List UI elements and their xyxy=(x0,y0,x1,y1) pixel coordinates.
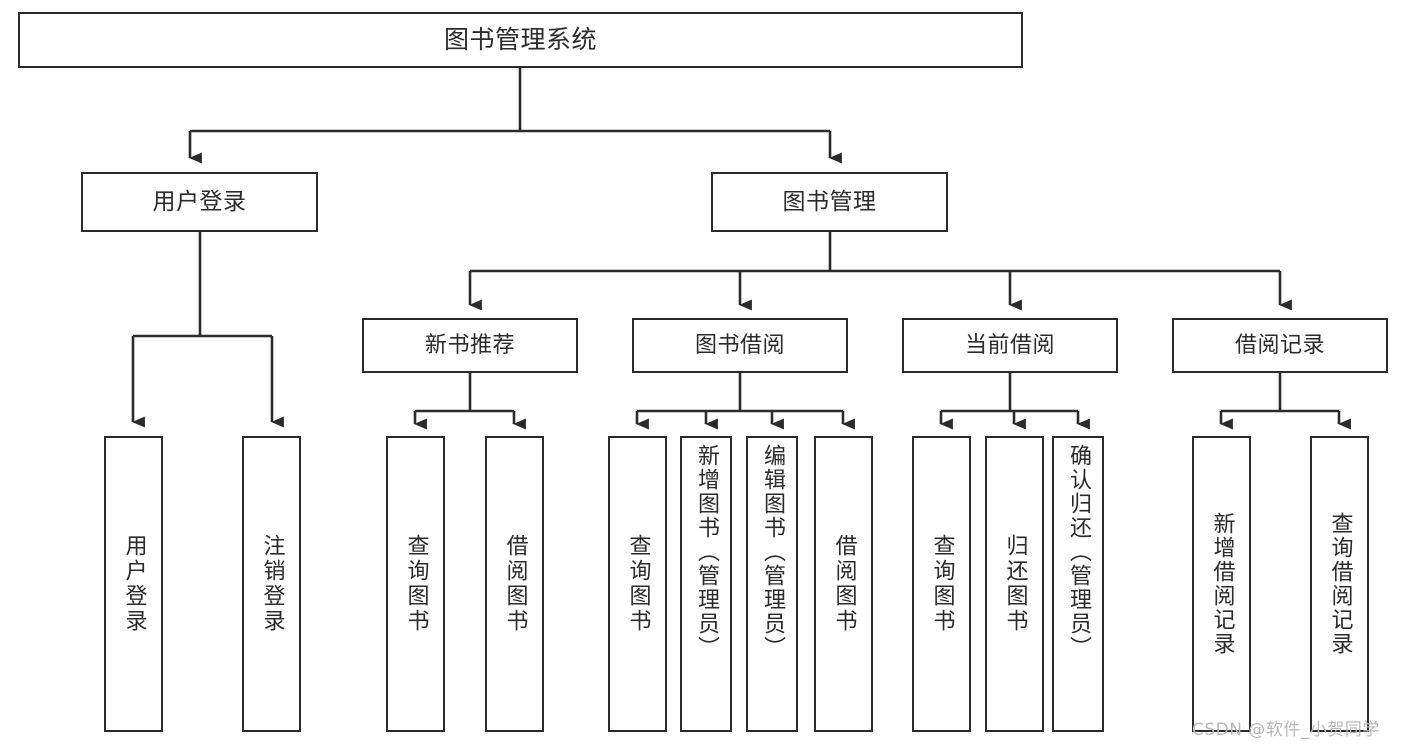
leaf-query-book-recommend-label: 查询图书 xyxy=(403,534,429,634)
node-new-book-recommend[interactable]: 新书推荐 xyxy=(362,318,578,373)
node-borrow-record[interactable]: 借阅记录 xyxy=(1172,318,1388,373)
leaf-query-book-current[interactable]: 查询图书 xyxy=(912,436,971,732)
node-current-borrow-label: 当前借阅 xyxy=(964,332,1055,358)
leaf-logout-login-label: 注销登录 xyxy=(259,534,285,634)
leaf-add-borrow-record-label: 新增借阅记录 xyxy=(1209,512,1235,656)
node-root-label: 图书管理系统 xyxy=(443,24,597,54)
leaf-query-borrow-record-label: 查询借阅记录 xyxy=(1327,512,1353,656)
leaf-edit-book-admin-label: 编辑图书（管理员） xyxy=(760,444,785,660)
leaf-confirm-return-admin-label: 确认归还（管理员） xyxy=(1066,444,1091,660)
leaf-query-book-borrow[interactable]: 查询图书 xyxy=(608,436,667,732)
node-book-borrow-label: 图书借阅 xyxy=(694,332,785,358)
node-borrow-record-label: 借阅记录 xyxy=(1234,332,1325,358)
leaf-query-book-current-label: 查询图书 xyxy=(929,534,955,634)
node-book-borrow[interactable]: 图书借阅 xyxy=(632,318,848,373)
csdn-watermark: CSDN @软件_小贺同学 xyxy=(1192,720,1380,740)
leaf-confirm-return-admin[interactable]: 确认归还（管理员） xyxy=(1052,436,1104,732)
leaf-logout-login[interactable]: 注销登录 xyxy=(242,436,301,732)
leaf-borrow-book-label: 借阅图书 xyxy=(831,534,857,634)
node-current-borrow[interactable]: 当前借阅 xyxy=(902,318,1118,373)
leaf-borrow-book[interactable]: 借阅图书 xyxy=(814,436,873,732)
leaf-query-book-recommend[interactable]: 查询图书 xyxy=(386,436,445,732)
leaf-query-book-borrow-label: 查询图书 xyxy=(625,534,651,634)
leaf-borrow-book-recommend-label: 借阅图书 xyxy=(502,534,528,634)
node-root[interactable]: 图书管理系统 xyxy=(18,12,1023,68)
node-book-management-label: 图书管理 xyxy=(782,188,877,215)
leaf-borrow-book-recommend[interactable]: 借阅图书 xyxy=(485,436,544,732)
leaf-return-book[interactable]: 归还图书 xyxy=(985,436,1044,732)
leaf-query-borrow-record[interactable]: 查询借阅记录 xyxy=(1310,436,1369,732)
node-user-login[interactable]: 用户登录 xyxy=(81,172,318,232)
leaf-user-login-label: 用户登录 xyxy=(121,534,147,634)
node-user-login-label: 用户登录 xyxy=(152,188,247,215)
leaf-add-book-admin[interactable]: 新增图书（管理员） xyxy=(680,436,732,732)
leaf-add-book-admin-label: 新增图书（管理员） xyxy=(694,444,719,660)
leaf-add-borrow-record[interactable]: 新增借阅记录 xyxy=(1192,436,1251,732)
leaf-return-book-label: 归还图书 xyxy=(1002,534,1028,634)
leaf-user-login[interactable]: 用户登录 xyxy=(104,436,163,732)
node-new-book-recommend-label: 新书推荐 xyxy=(424,332,515,358)
node-book-management[interactable]: 图书管理 xyxy=(711,172,948,232)
leaf-edit-book-admin[interactable]: 编辑图书（管理员） xyxy=(746,436,798,732)
